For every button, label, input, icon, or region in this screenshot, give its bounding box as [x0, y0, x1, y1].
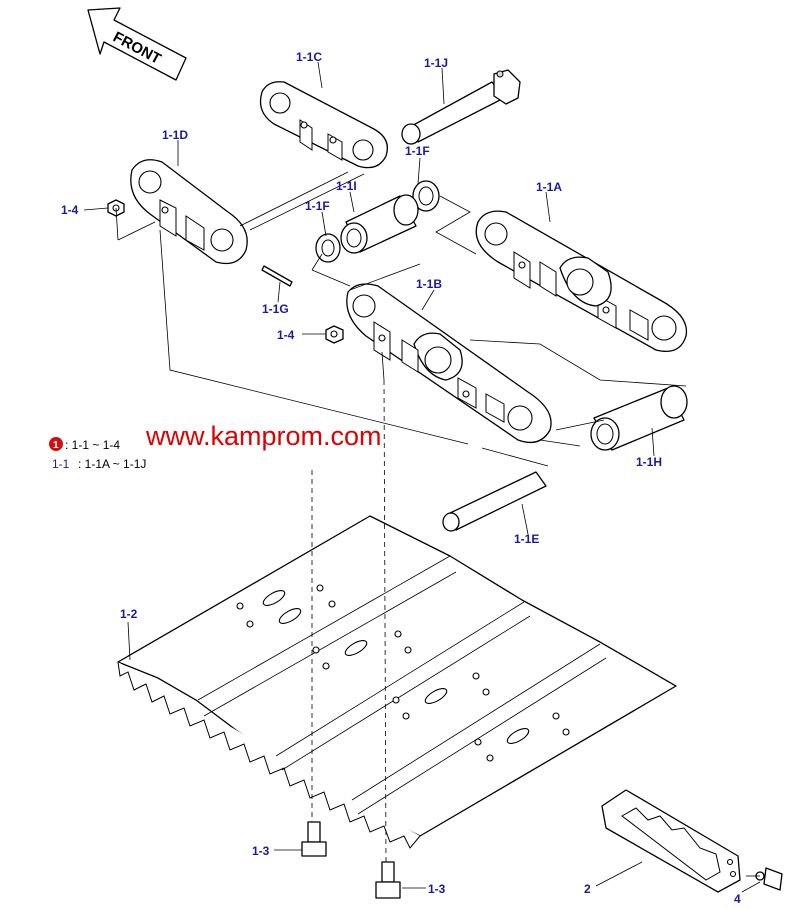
- label-1-1A: 1-1A: [536, 180, 562, 194]
- link-1-1A: [475, 210, 688, 353]
- label-1-1C: 1-1C: [296, 50, 322, 64]
- legend-symbol-circle: [49, 437, 63, 451]
- label-1-3-bottom: 1-3: [428, 882, 446, 896]
- bushing-1-1F-top: [412, 180, 440, 212]
- label-1-1E: 1-1E: [514, 532, 539, 546]
- link-1-1C: [259, 81, 389, 169]
- label-1-1F-top: 1-1F: [405, 144, 430, 158]
- assembly-guide-lines: [115, 171, 760, 877]
- pin-1-1E: [442, 471, 547, 532]
- front-direction-arrow: FRONT: [87, 7, 187, 81]
- label-4: 4: [734, 892, 741, 906]
- label-1-1B: 1-1B: [416, 277, 442, 291]
- label-1-4-middle: 1-4: [277, 328, 295, 342]
- bolt-1-3-bottom: [375, 861, 401, 899]
- label-1-1F-left: 1-1F: [305, 199, 330, 213]
- label-1-3-left: 1-3: [252, 844, 270, 858]
- label-1-1D: 1-1D: [162, 128, 188, 142]
- link-1-1B: [346, 283, 552, 444]
- bushing-1-1H: [590, 385, 688, 451]
- bolt-1-3-left: [301, 821, 327, 857]
- legend-row1-text: : 1-1 ~ 1-4: [65, 438, 120, 452]
- nut-1-4-middle: [325, 325, 344, 344]
- label-1-1G: 1-1G: [262, 302, 289, 316]
- shoe-guard-2: [601, 789, 741, 893]
- legend-symbol-number: 1: [53, 440, 59, 451]
- legend: 1 : 1-1 ~ 1-4 1-1 : 1-1A ~ 1-1J: [49, 437, 146, 471]
- watermark: www.kamprom.com: [145, 421, 382, 451]
- label-1-1H: 1-1H: [636, 455, 662, 469]
- track-shoe-1-2: [117, 515, 677, 849]
- label-1-4-left: 1-4: [61, 203, 79, 217]
- link-1-1D: [130, 159, 248, 265]
- bushing-1-1I: [340, 194, 419, 254]
- label-2: 2: [584, 882, 591, 896]
- bolt-4: [755, 867, 783, 891]
- label-1-1I: 1-1I: [336, 179, 357, 193]
- label-1-2: 1-2: [120, 607, 138, 621]
- clip-1-1G: [261, 265, 293, 287]
- legend-row2-text: : 1-1A ~ 1-1J: [78, 457, 146, 471]
- bushing-1-1F-left: [315, 233, 341, 263]
- legend-row2-key: 1-1: [52, 457, 70, 471]
- pin-1-1J: [401, 69, 521, 145]
- label-leader-lines: [83, 61, 761, 893]
- label-1-1J: 1-1J: [424, 56, 448, 70]
